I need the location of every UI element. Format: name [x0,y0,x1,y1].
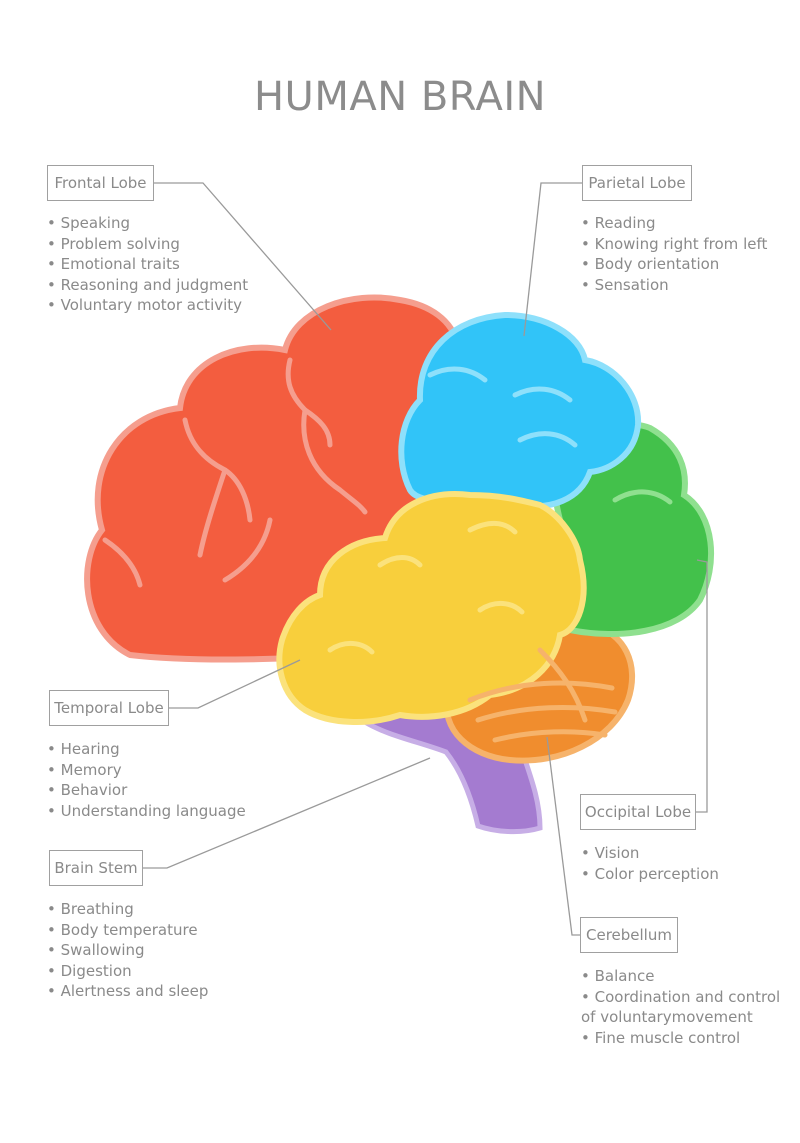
temporal-fold [327,641,375,655]
cerebellum-fold [467,680,615,703]
function-item: Reading [581,213,767,234]
parietal-fold [517,431,578,448]
parietal-leader-line [523,182,582,337]
parietal-fold [512,386,573,403]
function-item: Problem solving [47,234,248,255]
function-item: Swallowing [47,940,208,961]
function-item: Color perception [581,864,719,885]
function-item: Knowing right from left [581,234,768,255]
function-item: Balance [581,966,780,987]
frontal-lobe-functions: SpeakingProblem solvingEmotional traitsR… [47,213,249,316]
cerebellum-fold [492,729,608,743]
function-item: Understanding language [47,801,246,822]
brain-stem-leader-line [143,757,431,869]
temporal-lobe-functions: HearingMemoryBehaviorUnderstanding langu… [47,739,246,821]
frontal-fold [301,407,368,515]
cerebellum-label: Cerebellum [580,917,678,953]
function-item: Alertness and sleep [47,981,209,1002]
occipital-fold [612,489,673,505]
function-item: Breathing [47,899,208,920]
function-item: Emotional traits [47,254,248,275]
frontal-fold [197,467,228,558]
function-item: Hearing [47,739,246,760]
occipital-lobe-label: Occipital Lobe [580,794,696,830]
function-item: Vision [581,843,719,864]
function-item: Behavior [47,780,246,801]
occipital-lobe-functions: VisionColor perception [581,843,719,884]
brain-stem-label: Brain Stem [49,850,143,886]
frontal-leader-line [154,182,332,331]
frontal-lobe-label: Frontal Lobe [47,165,154,201]
frontal-fold [102,537,143,588]
temporal-lobe-label: Temporal Lobe [49,690,169,726]
parietal-fold [427,366,488,383]
function-item: Body temperature [47,920,208,941]
function-item: Fine muscle control [581,1028,780,1049]
function-item: of voluntarymovement [581,1008,753,1027]
function-item: Memory [47,760,246,781]
frontal-fold [222,517,273,583]
brain-stem-functions: BreathingBody temperatureSwallowingDiges… [47,899,209,1002]
cerebellum-fold [537,647,588,723]
function-item: Body orientation [581,254,767,275]
temporal-fold [467,521,518,535]
temporal-leader-line [169,659,301,709]
parietal-lobe-functions: ReadingKnowing right from leftBody orien… [581,213,768,296]
temporal-lobe-region [276,491,587,725]
parietal-lobe-label: Parietal Lobe [582,165,692,201]
function-item: Reasoning and judgment [47,275,249,296]
temporal-fold [377,555,423,568]
occipital-leader-line [696,559,708,813]
temporal-fold [477,601,525,615]
function-item: Speaking [47,213,248,234]
cerebellum-fold [475,704,618,723]
function-item: Digestion [47,961,208,982]
function-item: Voluntary motor activity [47,295,248,316]
function-item: Coordination and control [581,987,781,1008]
function-item: Sensation [581,275,767,296]
cerebellum-leader-line [546,736,580,936]
page-title: HUMAN BRAIN [253,74,547,120]
